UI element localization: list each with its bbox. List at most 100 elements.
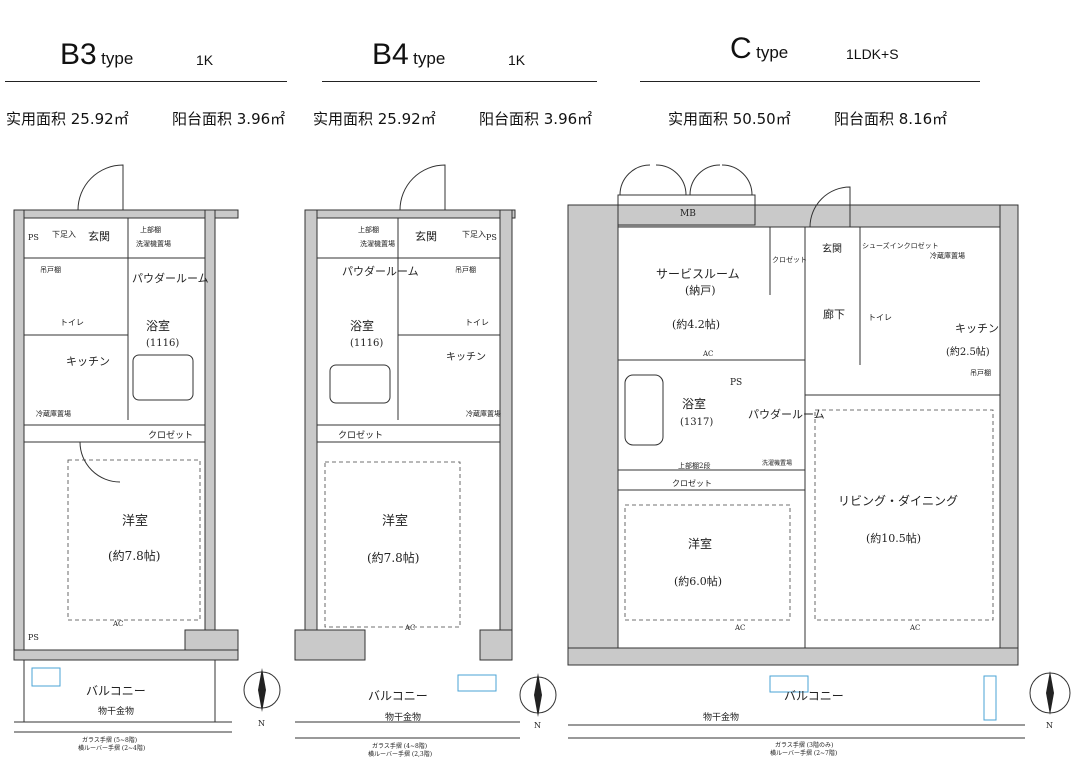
washer-label: 洗濯機置場 xyxy=(360,239,395,248)
western-room-size: (約7.8帖) xyxy=(367,550,419,565)
fridge-label: 冷蔵庫置場 xyxy=(466,409,501,418)
ac-label: AC xyxy=(734,624,745,632)
b3-balcony-area: 阳台面积 3.96㎡ xyxy=(172,110,286,128)
washer-label: 洗濯機置場 xyxy=(762,459,792,467)
closet-label: クロゼット xyxy=(672,478,712,488)
b4-balcony-area: 阳台面积 3.96㎡ xyxy=(479,110,593,128)
c-usable-area: 实用面积 50.50㎡ xyxy=(668,110,791,128)
washer-label: 洗濯機置場 xyxy=(136,239,171,248)
north-label: N xyxy=(534,721,541,730)
unit-code: C xyxy=(730,32,752,65)
unit-b3-layout: 1K xyxy=(196,52,214,68)
bath-label: 浴室 xyxy=(682,396,706,411)
western-room-label: 洋室 xyxy=(382,513,408,529)
railing-note-1: ガラス手摺 (5~8階) xyxy=(82,736,137,744)
service-room-size: (約4.2帖) xyxy=(672,317,720,331)
closet-label: クロゼット xyxy=(148,429,193,441)
bath-size: (1116) xyxy=(350,338,383,349)
kitchen-label: キッチン xyxy=(446,351,486,363)
ac-label: AC xyxy=(909,624,920,632)
unit-code: B4 xyxy=(372,38,409,71)
clothes-dryer-label: 物干金物 xyxy=(98,705,134,717)
bath-label: 浴室 xyxy=(146,318,170,333)
living-dining-size: (約10.5帖) xyxy=(866,531,921,545)
railing-note-1: ガラス手摺 (4~8階) xyxy=(372,742,427,750)
mb-label: MB xyxy=(680,209,696,219)
railing-note-2: 横ルーバー手摺 (2~7階) xyxy=(770,749,837,757)
north-compass-icon xyxy=(519,673,557,717)
unit-c-title: C type xyxy=(730,32,788,66)
north-compass-icon xyxy=(243,668,281,712)
shoe-closet-label: シューズインクロゼット xyxy=(862,241,939,250)
closet-label: クロゼット xyxy=(772,255,807,264)
clothes-dryer-label: 物干金物 xyxy=(385,711,421,723)
unit-c-layout: 1LDK+S xyxy=(846,46,899,62)
north-label: N xyxy=(258,719,265,728)
bath-size: (1317) xyxy=(680,417,713,428)
western-room-size: (約7.8帖) xyxy=(108,548,160,563)
cabinet-label: 吊戸棚 xyxy=(970,368,991,377)
shoe-cabinet-label: 下足入 xyxy=(52,230,76,239)
ac-label: AC xyxy=(112,620,123,628)
bath-label: 浴室 xyxy=(350,318,374,333)
western-room-label: 洋室 xyxy=(688,536,712,551)
type-word: type xyxy=(413,49,446,68)
divider xyxy=(322,81,597,82)
living-dining-label: リビング・ダイニング xyxy=(838,493,958,508)
toilet-label: トイレ xyxy=(868,313,892,322)
ps-label: PS xyxy=(486,233,497,242)
unit-code: B3 xyxy=(60,38,97,71)
shelf-label: 上部棚2段 xyxy=(678,461,710,470)
cabinet-label: 吊戸棚 xyxy=(455,265,476,274)
powder-room-label: パウダールーム xyxy=(342,264,419,278)
divider xyxy=(640,81,980,82)
entrance-label: 玄関 xyxy=(415,229,437,243)
shoe-cabinet-label: 下足入 xyxy=(462,230,486,239)
kitchen-size: (約2.5帖) xyxy=(946,345,990,358)
b3-usable-area: 实用面积 25.92㎡ xyxy=(6,110,129,128)
ac-label: AC xyxy=(404,624,415,632)
powder-room-label: パウダールーム xyxy=(132,271,209,285)
western-room-label: 洋室 xyxy=(122,513,148,529)
railing-note-2: 横ルーバー手摺 (2~4階) xyxy=(78,744,145,752)
type-word: type xyxy=(101,49,134,68)
divider xyxy=(5,81,287,82)
toilet-label: トイレ xyxy=(60,318,84,327)
floor-plan-b4: 上部棚 洗濯機置場 玄関 下足入 PS 吊戸棚 パウダールーム トイレ 浴室 (… xyxy=(294,164,557,758)
powder-room-label: パウダールーム xyxy=(748,407,825,421)
north-compass-icon xyxy=(1029,671,1071,715)
unit-b4-layout: 1K xyxy=(508,52,526,68)
shelf-label: 上部棚 xyxy=(140,225,161,234)
clothes-dryer-label: 物干金物 xyxy=(703,711,739,723)
ps-label: PS xyxy=(28,633,39,642)
c-balcony-area: 阳台面积 8.16㎡ xyxy=(834,110,948,128)
entrance-label: 玄関 xyxy=(88,229,110,243)
hallway-label: 廊下 xyxy=(823,307,845,321)
fridge-label: 冷蔵庫置場 xyxy=(36,409,71,418)
unit-b3-title: B3 type xyxy=(60,38,133,72)
floor-plan-c: MB 玄関 シューズインクロゼット 冷蔵庫置場 クロゼット サービスルーム (納… xyxy=(567,164,1071,757)
closet-label: クロゼット xyxy=(338,429,383,441)
bath-size: (1116) xyxy=(146,338,179,349)
entrance-label: 玄関 xyxy=(822,242,842,255)
b4-usable-area: 实用面积 25.92㎡ xyxy=(313,110,436,128)
floor-plan-b3: PS 下足入 玄関 上部棚 洗濯機置場 吊戸棚 パウダールーム トイレ 浴室 (… xyxy=(13,164,281,752)
balcony-label: バルコニー xyxy=(86,684,146,698)
kitchen-label: キッチン xyxy=(955,322,999,335)
balcony-label: バルコニー xyxy=(368,689,428,703)
service-room-label: サービスルーム xyxy=(656,267,740,281)
balcony-label: バルコニー xyxy=(784,689,844,703)
railing-note-1: ガラス手摺 (3階のみ) xyxy=(775,741,833,749)
fridge-label: 冷蔵庫置場 xyxy=(930,251,965,260)
ps-label: PS xyxy=(28,233,39,242)
western-room-size: (約6.0帖) xyxy=(674,574,722,588)
shelf-label: 上部棚 xyxy=(358,225,379,234)
railing-note-2: 横ルーバー手摺 (2,3階) xyxy=(368,750,432,758)
unit-b4-title: B4 type xyxy=(372,38,445,72)
service-room-sub: (納戸) xyxy=(685,284,716,297)
north-label: N xyxy=(1046,721,1053,730)
ps-label: PS xyxy=(730,378,742,388)
type-word: type xyxy=(756,43,789,62)
toilet-label: トイレ xyxy=(465,318,489,327)
ac-label: AC xyxy=(702,350,713,358)
